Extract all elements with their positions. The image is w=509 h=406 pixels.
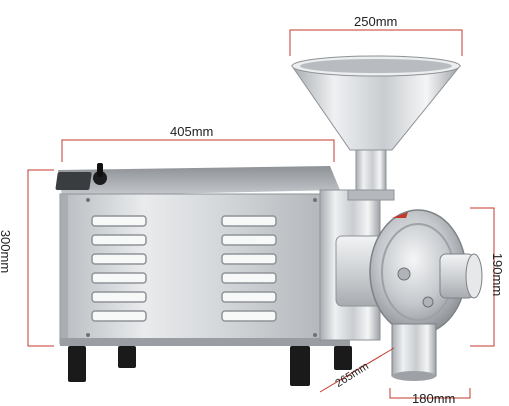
dimension-lines bbox=[27, 29, 495, 399]
outlet-width-label: 180mm bbox=[412, 391, 456, 406]
panel-screws bbox=[86, 198, 317, 337]
rubber-feet bbox=[68, 346, 352, 386]
feed-hopper bbox=[291, 55, 462, 201]
body-height-label: 300mm bbox=[0, 229, 14, 274]
grinder-head bbox=[319, 189, 483, 381]
grinder-height-label: 190mm bbox=[490, 252, 506, 297]
vent-louvers-right bbox=[221, 215, 277, 322]
power-switch-icon bbox=[55, 163, 107, 190]
vent-louvers-left bbox=[91, 215, 147, 322]
body-length-label: 405mm bbox=[170, 124, 214, 139]
hopper-width-label: 250mm bbox=[354, 14, 398, 29]
